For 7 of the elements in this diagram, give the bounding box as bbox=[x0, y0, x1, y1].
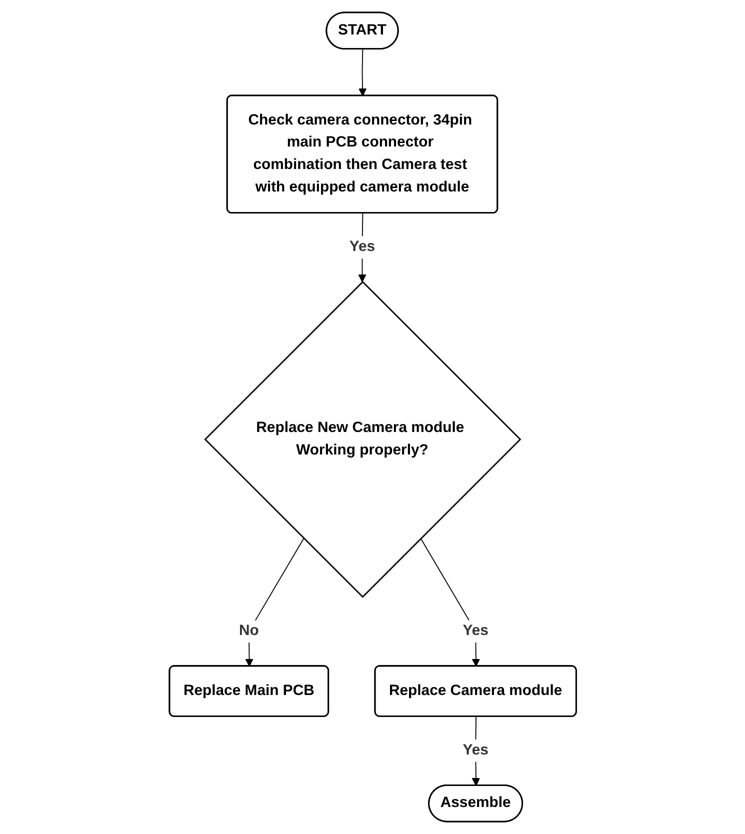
edge-label: Yes bbox=[462, 742, 488, 758]
arrow bbox=[244, 538, 304, 667]
node-diamond: Replace New Camera module Working properly? bbox=[204, 280, 521, 598]
edge-label: Yes bbox=[462, 622, 488, 639]
edge-label: Yes bbox=[349, 238, 375, 255]
edge-label: No bbox=[238, 622, 259, 639]
arrow bbox=[358, 48, 366, 96]
